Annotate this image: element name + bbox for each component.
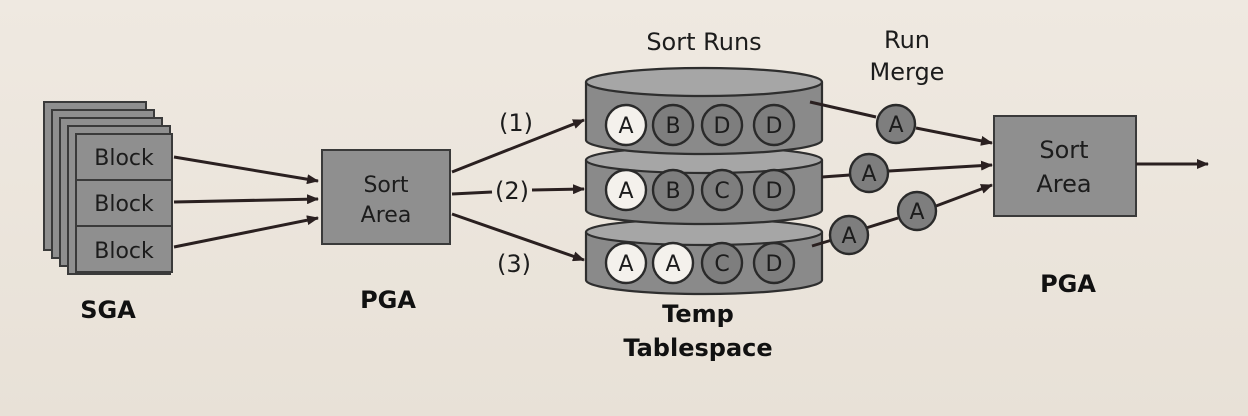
merge-nodes: A A A A: [828, 103, 938, 256]
run-3-key-4: [752, 241, 796, 285]
pga-right-line2: Area: [1036, 170, 1091, 198]
sga-block-2-label: Block: [94, 192, 154, 217]
path-label-3: (3): [497, 250, 531, 278]
pga-right-sort-area: [993, 115, 1137, 217]
sort-runs-header: Sort Runs: [646, 28, 761, 56]
run-2-key-3: [700, 168, 744, 212]
run-merge-header-line2: Merge: [870, 58, 945, 86]
sga-block-2: [75, 179, 173, 227]
arrow-path-2a: [451, 190, 493, 196]
run-2-key-4: [752, 168, 796, 212]
merge-node-4: [896, 190, 938, 232]
run-2-key-2-label: B: [665, 179, 680, 204]
path-label-1: (1): [499, 109, 533, 137]
run-3-key-3-label: C: [714, 252, 729, 277]
run-merge-header-line1: Run: [884, 26, 930, 54]
merge-line-2a: [821, 173, 851, 179]
pga-left-sort-area: [321, 149, 451, 245]
sga-block-stack: Block Block Block: [43, 101, 173, 275]
merge-line-3a: [811, 238, 833, 248]
run-2-key-2: [651, 168, 695, 212]
run-2-key-1: [604, 168, 648, 212]
arrow-path-1: [451, 118, 585, 174]
run-3-key-3: [700, 241, 744, 285]
arrow-block1-to-sort: [173, 155, 319, 185]
run-3-key-2-label: A: [665, 252, 680, 277]
path-label-2: (2): [495, 177, 529, 205]
sga-block-3: [75, 225, 173, 273]
merge-node-1-label: A: [888, 113, 903, 138]
merge-node-3-label: A: [841, 224, 856, 249]
run-1-key-2: [651, 103, 695, 147]
run-1-key-4: [752, 103, 796, 147]
sort-run-circles: A B D D A B C D A A C D: [604, 103, 796, 285]
merge-node-2-label: A: [861, 162, 876, 187]
pga-left-line1: Sort: [363, 173, 408, 198]
pga-right-caption: PGA: [1040, 270, 1096, 298]
pga-right-line1: Sort: [1039, 136, 1088, 164]
merge-line-2b: [887, 160, 993, 173]
run-1-key-1: [604, 103, 648, 147]
temp-caption-line1: Temp: [662, 300, 734, 328]
merge-node-3: [828, 214, 870, 256]
run-3-key-2: [651, 241, 695, 285]
run-3-key-1-label: A: [618, 252, 633, 277]
run-1-key-3: [700, 103, 744, 147]
run-3-key-1: [604, 241, 648, 285]
arrow-path-3: [451, 212, 585, 262]
merge-line-1b: [915, 126, 993, 146]
pga-left-line2: Area: [361, 203, 412, 228]
sga-block-3-label: Block: [94, 239, 154, 264]
merge-line-1a: [809, 100, 877, 119]
run-1-key-2-label: B: [665, 114, 680, 139]
run-1-key-3-label: D: [714, 114, 731, 139]
sga-blocks: Block Block Block: [75, 133, 173, 273]
arrow-block2-to-sort: [173, 194, 319, 205]
run-2-key-1-label: A: [618, 179, 633, 204]
run-1-key-1-label: A: [618, 114, 633, 139]
run-2-key-3-label: C: [714, 179, 729, 204]
pga-left-caption: PGA: [360, 286, 416, 314]
temp-caption-line2: Tablespace: [623, 334, 772, 362]
merge-node-4-label: A: [909, 200, 924, 225]
arrow-block3-to-sort: [173, 215, 319, 249]
disk-1-top: [584, 66, 824, 98]
merge-node-1: [875, 103, 917, 145]
run-2-key-4-label: D: [766, 179, 783, 204]
run-3-key-4-label: D: [766, 252, 783, 277]
run-1-key-4-label: D: [766, 114, 783, 139]
merge-node-2: [848, 152, 890, 194]
merge-line-3c: [935, 183, 993, 208]
arrow-path-2b: [531, 184, 585, 195]
merge-line-3b: [865, 216, 899, 230]
sga-block-1-label: Block: [94, 146, 154, 171]
sga-caption: SGA: [80, 296, 136, 324]
